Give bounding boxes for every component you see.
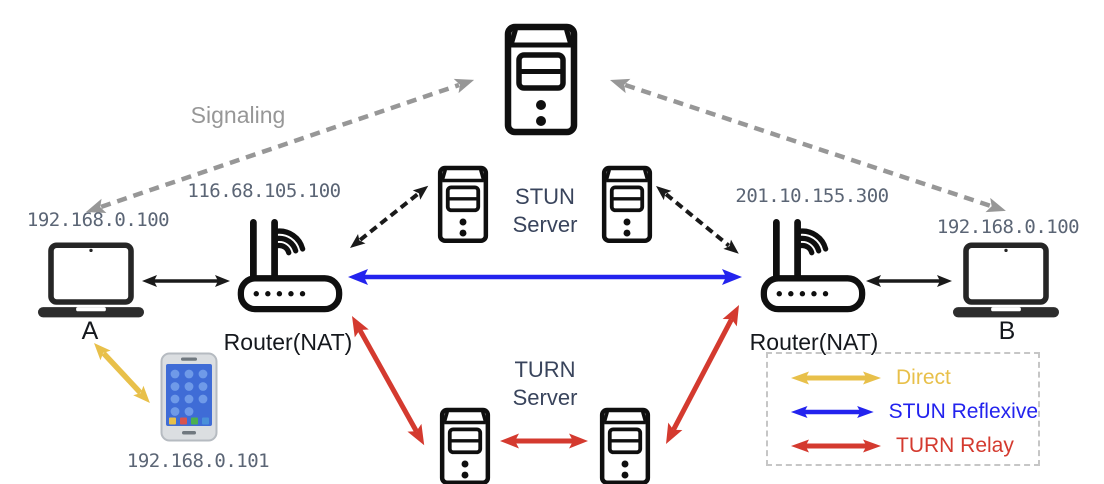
laptop-b-label: B (998, 317, 1016, 345)
legend: Direct STUN Reflexive TURN Relay (766, 352, 1040, 466)
legend-label-direct: Direct (896, 366, 951, 389)
signaling-server (502, 18, 580, 140)
turn-server-left (438, 402, 492, 484)
phone-ip: 192.168.0.101 (126, 450, 270, 472)
laptop-b-ip: 192.168.0.100 (936, 216, 1080, 238)
router-left-ip: 116.68.105.100 (187, 180, 341, 202)
phone (160, 352, 218, 442)
turn-server-right-icon (599, 407, 651, 484)
laptop-a (35, 242, 147, 322)
router-left-icon (237, 219, 343, 313)
direct-arrow-icon (791, 371, 881, 385)
smartphone-icon (160, 352, 218, 442)
router-right-label: Router(NAT) (749, 329, 879, 355)
turn-server-label: TURN Server (512, 357, 578, 410)
legend-item-turn-relay: TURN Relay (790, 429, 1038, 463)
router-right-ip: 201.10.155.300 (735, 185, 889, 207)
turn-relay-right-arrow (666, 305, 739, 445)
direct-arrow (94, 343, 150, 403)
router-left-label: Router(NAT) (223, 329, 353, 355)
legend-item-direct: Direct (790, 361, 1038, 395)
laptop-a-icon (37, 242, 145, 318)
router-left (237, 207, 343, 313)
legend-label-turn-relay: TURN Relay (896, 434, 1014, 457)
turn-server-right (598, 402, 652, 484)
stun-server-label: STUN Server (512, 184, 578, 237)
legend-item-stun-reflexive: STUN Reflexive (790, 395, 1038, 429)
stun-server-left-icon (437, 165, 489, 243)
turn-relay-middle-arrow (500, 433, 588, 449)
turn-server-left-icon (439, 407, 491, 484)
stun-server-right (600, 160, 654, 248)
stun-server-left (436, 160, 490, 248)
signaling-server-icon (504, 23, 578, 136)
lan-link-b-arrow (866, 275, 952, 287)
stun-reflexive-arrow-icon (790, 406, 874, 418)
stun-binding-left-arrow (350, 185, 429, 248)
legend-label-stun-reflexive: STUN Reflexive (888, 400, 1038, 423)
router-right (760, 207, 866, 313)
stun-reflexive-arrow (348, 269, 742, 285)
stun-server-right-icon (601, 165, 653, 243)
lan-link-a-arrow (142, 275, 230, 287)
router-right-icon (760, 219, 866, 313)
laptop-a-label: A (81, 317, 99, 345)
laptop-a-ip: 192.168.0.100 (26, 209, 170, 231)
laptop-b (950, 242, 1062, 322)
turn-relay-arrow-icon (791, 439, 881, 453)
laptop-b-icon (952, 242, 1060, 318)
signaling-label: Signaling (190, 102, 286, 128)
